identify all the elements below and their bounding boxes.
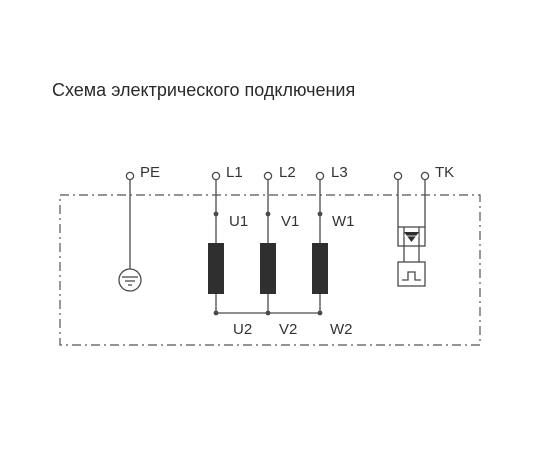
label-w2: W2 [330,321,353,338]
label-v1: V1 [281,213,299,230]
label-v2: V2 [279,321,297,338]
label-w1: W1 [332,213,355,230]
winding-v-coil [260,243,276,294]
thermal-contact-icon [397,226,426,287]
winding-u-coil [208,243,224,294]
winding-w-coil [312,243,328,294]
diagram-title: Схема электрического подключения [52,80,356,100]
housing-frame [59,194,481,346]
ground-symbol-icon [118,268,142,292]
label-l3: L3 [331,164,348,181]
pe-terminal [125,171,135,270]
label-tk: TK [435,164,454,181]
label-l1: L1 [226,164,243,181]
phase-v-line [263,171,273,316]
label-u1: U1 [229,213,248,230]
tk-terminals [393,171,430,227]
label-pe: PE [140,164,160,181]
label-l2: L2 [279,164,296,181]
label-u2: U2 [233,321,252,338]
